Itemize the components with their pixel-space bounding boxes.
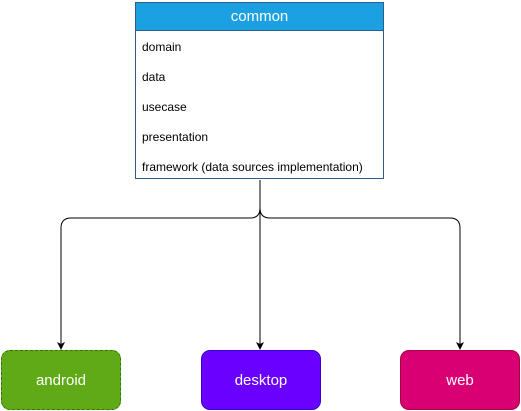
desktop-platform-box: desktop xyxy=(201,350,321,410)
android-platform-label: android xyxy=(35,371,87,389)
android-platform-box: android xyxy=(1,350,121,410)
common-item-framework: framework (data sources implementation) xyxy=(142,160,363,174)
common-module: common domain data usecase presentation … xyxy=(135,2,384,179)
common-item-presentation: presentation xyxy=(142,130,209,144)
common-item-data: data xyxy=(142,70,166,84)
web-platform-box: web xyxy=(400,350,520,410)
common-item-domain: domain xyxy=(142,40,182,54)
desktop-platform-label: desktop xyxy=(234,371,288,389)
web-platform-label: web xyxy=(446,371,474,389)
connector-web xyxy=(259,207,464,350)
common-module-title: common xyxy=(136,3,383,31)
connector-android xyxy=(57,207,261,350)
common-item-usecase: usecase xyxy=(142,100,187,114)
